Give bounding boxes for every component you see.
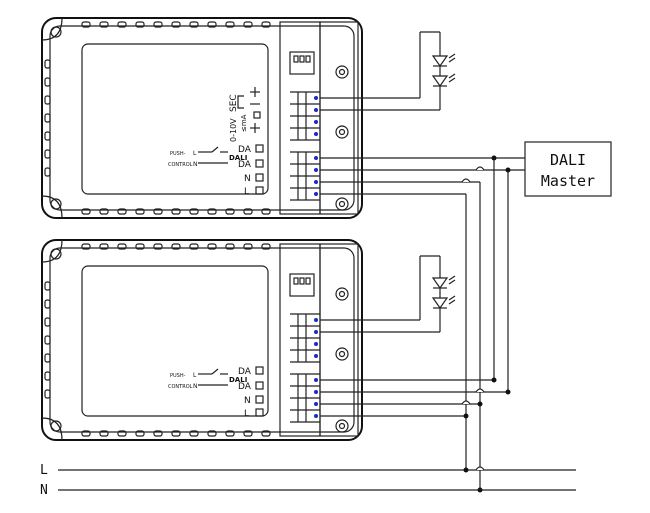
dali-master-box: DALI Master bbox=[524, 141, 612, 197]
led-string-2 bbox=[320, 255, 456, 333]
driver-1: SEC 0-10V ≤mA PUSH- CONTROL L N DALI DA … bbox=[41, 17, 363, 219]
driver-1-l-label: L bbox=[244, 187, 249, 197]
driver-2-da2-label: DA bbox=[238, 382, 252, 392]
driver-1-housing bbox=[41, 17, 363, 219]
mains-l-label: L bbox=[40, 463, 48, 478]
driver-1-control-label: CONTROL bbox=[168, 162, 193, 168]
driver-2-l-label: L bbox=[244, 409, 249, 419]
driver-2-control-label: CONTROL bbox=[168, 384, 193, 390]
driver-2-housing bbox=[41, 239, 363, 441]
driver-2-dali-label: DALI bbox=[229, 376, 247, 384]
led-string-1 bbox=[320, 31, 456, 111]
driver-2: PUSH- CONTROL L N DALI DA DA N L bbox=[41, 239, 363, 441]
wire-crossings bbox=[461, 166, 485, 471]
driver-2-push-label: PUSH- bbox=[170, 373, 186, 379]
driver-1-da1-label: DA bbox=[238, 145, 252, 155]
driver-1-sw-l: L bbox=[193, 150, 197, 157]
driver-2-sw-n: N bbox=[193, 383, 198, 390]
mains-n-label: N bbox=[40, 483, 48, 498]
junction-dots bbox=[463, 155, 511, 493]
driver-1-ma-label: ≤mA bbox=[240, 114, 248, 132]
dali-bus-wiring bbox=[58, 157, 576, 491]
driver-2-sw-l: L bbox=[193, 372, 197, 379]
driver-1-dali-label: DALI bbox=[229, 154, 247, 162]
driver-1-sec-label: SEC bbox=[229, 94, 239, 112]
driver-2-n-label: N bbox=[244, 396, 251, 406]
driver-1-dim-label: 0-10V bbox=[229, 118, 238, 142]
driver-1-sw-n: N bbox=[193, 161, 198, 168]
dali-master-line2: Master bbox=[541, 172, 595, 190]
driver-1-push-label: PUSH- bbox=[170, 151, 186, 157]
driver-1-da2-label: DA bbox=[238, 160, 252, 170]
driver-2-da1-label: DA bbox=[238, 367, 252, 377]
dali-master-line1: DALI bbox=[550, 151, 586, 169]
driver-1-n-label: N bbox=[244, 174, 251, 184]
